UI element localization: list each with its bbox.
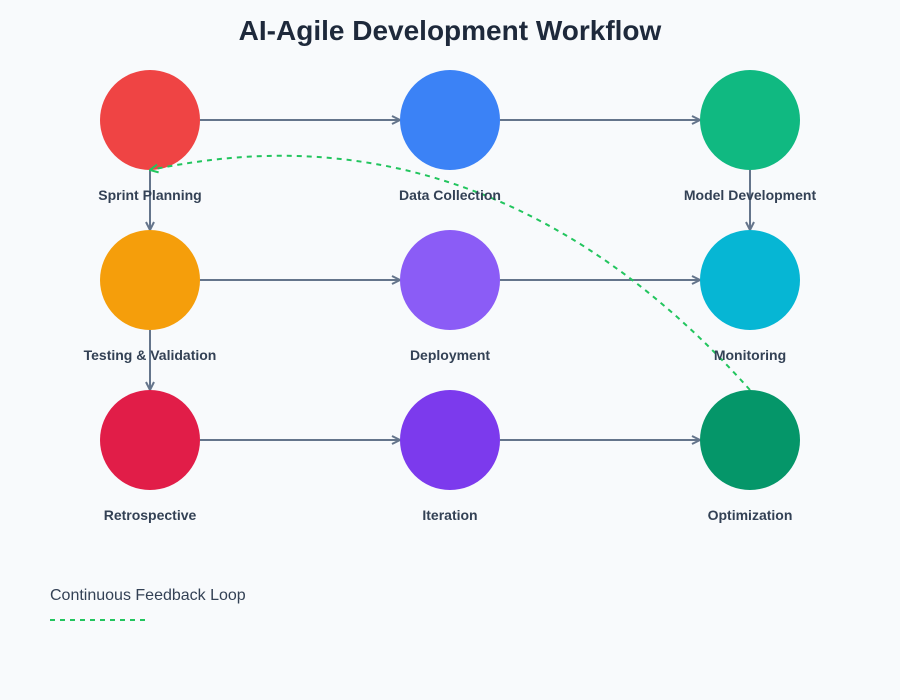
node-monitoring[interactable] [700, 230, 800, 330]
nodes-layer [100, 70, 800, 490]
legend-label: Continuous Feedback Loop [50, 587, 246, 604]
node-deployment[interactable] [400, 230, 500, 330]
node-testing-validation[interactable] [100, 230, 200, 330]
feedback-loop-edge [150, 154, 751, 391]
node-label-testing-validation: Testing & Validation [84, 347, 217, 363]
node-retrospective[interactable] [100, 390, 200, 490]
node-label-iteration: Iteration [422, 507, 477, 523]
diagram-title: AI-Agile Development Workflow [239, 15, 662, 46]
node-label-data-collection: Data Collection [399, 187, 501, 203]
node-optimization[interactable] [700, 390, 800, 490]
node-label-retrospective: Retrospective [104, 507, 197, 523]
node-sprint-planning[interactable] [100, 70, 200, 170]
feedback-layer [150, 154, 751, 391]
node-label-sprint-planning: Sprint Planning [98, 187, 201, 203]
node-iteration[interactable] [400, 390, 500, 490]
node-label-model-development: Model Development [684, 187, 817, 203]
legend: Continuous Feedback Loop [50, 587, 246, 621]
node-model-development[interactable] [700, 70, 800, 170]
node-label-deployment: Deployment [410, 347, 490, 363]
node-label-optimization: Optimization [708, 507, 793, 523]
edges-layer [150, 120, 750, 440]
node-label-monitoring: Monitoring [714, 347, 786, 363]
node-data-collection[interactable] [400, 70, 500, 170]
labels-layer: Sprint Planning Data Collection Model Deve… [84, 187, 817, 523]
